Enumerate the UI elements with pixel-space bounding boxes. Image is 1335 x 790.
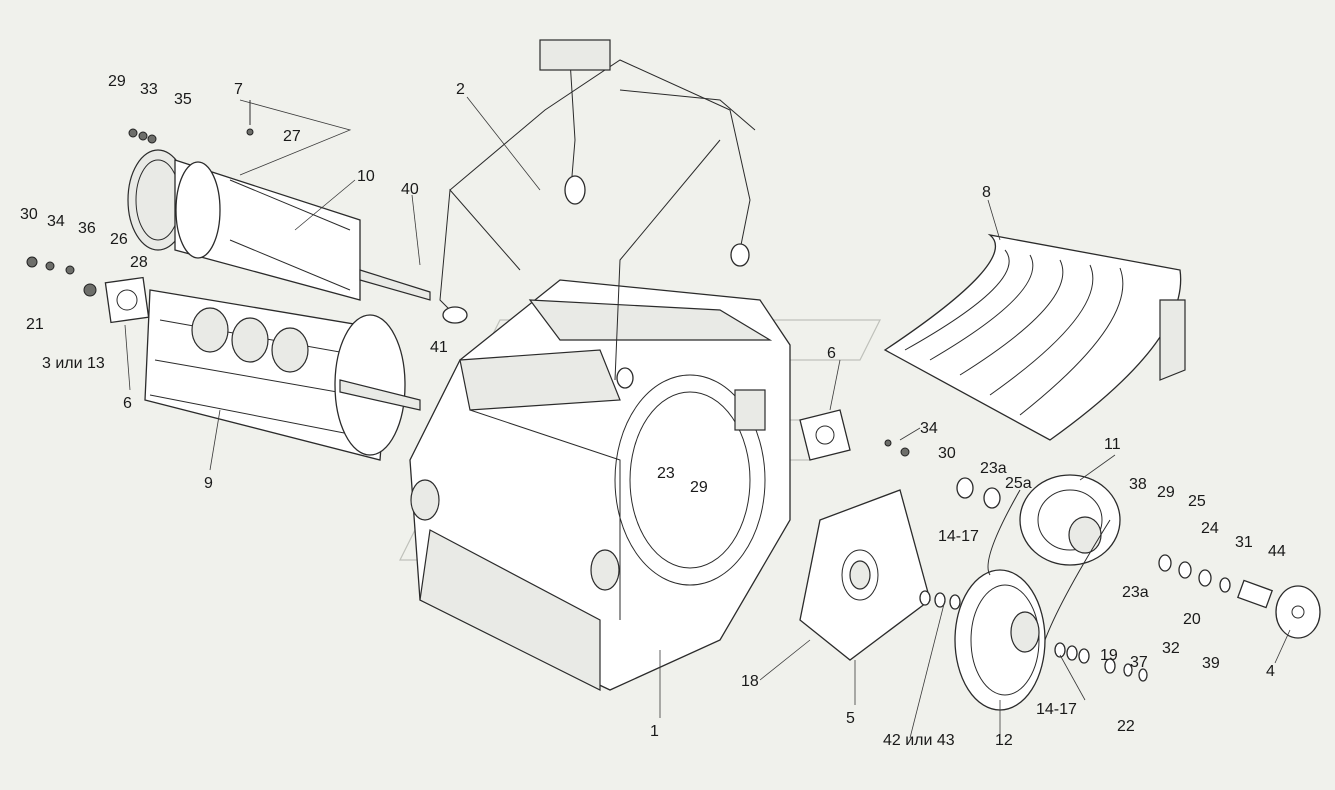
callout-34-left: 34 — [47, 213, 65, 230]
callout-37: 37 — [1130, 654, 1148, 671]
callout-6-right: 6 — [827, 345, 836, 362]
callout-2: 2 — [456, 81, 465, 98]
callout-10: 10 — [357, 168, 375, 185]
callout-11: 11 — [1104, 436, 1121, 453]
callout-26: 26 — [110, 231, 128, 248]
callout-14-17-lower: 14-17 — [1036, 701, 1077, 718]
variator-pulley-upper — [1019, 474, 1121, 566]
variator-pulley-lower — [954, 569, 1046, 711]
callout-labels: 29 33 35 7 27 2 10 40 30 34 36 26 28 21 … — [20, 73, 1286, 749]
side-cover-plate — [799, 489, 931, 661]
callout-42-or-43: 42 или 43 — [883, 732, 955, 749]
callout-30-left: 30 — [20, 206, 38, 223]
callout-25a: 25а — [1005, 475, 1032, 492]
concave-grate — [883, 233, 1186, 441]
callout-18: 18 — [741, 673, 759, 690]
callout-35: 35 — [174, 91, 192, 108]
callout-25: 25 — [1188, 493, 1206, 510]
callout-33: 33 — [140, 81, 158, 98]
callout-23a-lower: 23а — [1122, 584, 1149, 601]
callout-39: 39 — [1202, 655, 1220, 672]
callout-5: 5 — [846, 710, 855, 727]
callout-31: 31 — [1235, 534, 1253, 551]
callout-1: 1 — [650, 723, 659, 740]
linkage-mechanism — [439, 39, 756, 389]
callout-44: 44 — [1268, 543, 1286, 560]
drive-belt — [987, 489, 1111, 641]
rasp-bar-cylinder — [144, 289, 421, 461]
bearing-flange-left — [26, 100, 254, 324]
callout-40: 40 — [401, 181, 419, 198]
callout-22: 22 — [1117, 718, 1135, 735]
callout-14-17-upper: 14-17 — [938, 528, 979, 545]
callout-21: 21 — [26, 316, 44, 333]
callout-6-left: 6 — [123, 395, 132, 412]
washers-and-fasteners-right — [919, 477, 1321, 682]
callout-4: 4 — [1266, 663, 1275, 680]
callout-41: 41 — [430, 339, 448, 356]
callout-7: 7 — [234, 81, 243, 98]
callout-23: 23 — [657, 465, 675, 482]
leader-lines — [124, 96, 1291, 739]
callout-12: 12 — [995, 732, 1013, 749]
threshing-drum — [127, 149, 431, 301]
callout-29-top-left: 29 — [108, 73, 126, 90]
callout-29-right: 29 — [1157, 484, 1175, 501]
callout-24: 24 — [1201, 520, 1219, 537]
threshing-housing — [409, 279, 791, 691]
callout-27: 27 — [283, 128, 301, 145]
callout-3-or-13: 3 или 13 — [42, 355, 105, 372]
bearing-flange-right — [799, 409, 910, 461]
callout-38: 38 — [1129, 476, 1147, 493]
callout-8: 8 — [982, 184, 991, 201]
callout-32: 32 — [1162, 640, 1180, 657]
callout-20: 20 — [1183, 611, 1201, 628]
callout-9: 9 — [204, 475, 213, 492]
callout-30-right: 30 — [938, 445, 956, 462]
callout-19: 19 — [1100, 647, 1118, 664]
callout-29-center: 29 — [690, 479, 708, 496]
callout-23a-upper: 23а — [980, 460, 1007, 477]
callout-36: 36 — [78, 220, 96, 237]
callout-34-right: 34 — [920, 420, 938, 437]
callout-28: 28 — [130, 254, 148, 271]
